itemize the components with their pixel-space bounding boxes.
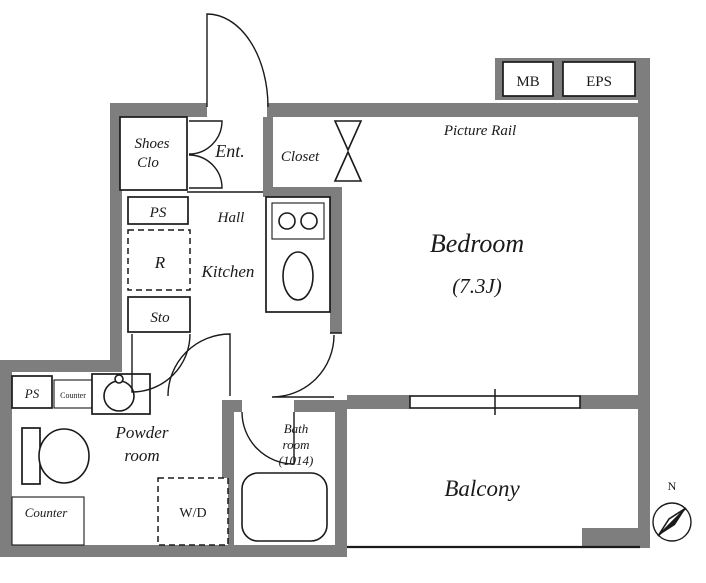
picture-rail-label: Picture Rail — [443, 123, 516, 139]
refrigerator-box — [127, 229, 191, 291]
hall-label: Hall — [217, 210, 245, 226]
compass-needle-light — [657, 507, 687, 537]
stove-burner-icon — [300, 212, 318, 230]
washbasin-icon — [103, 380, 135, 412]
storage-label: Sto — [150, 310, 170, 326]
refrigerator-label: R — [154, 253, 166, 272]
bedroom-door-arc — [271, 334, 335, 398]
stove-burner-icon — [278, 212, 296, 230]
powder-room-label: Powder — [115, 423, 169, 442]
closet-bifold-door-icon — [333, 150, 363, 182]
toilet-bowl-icon — [38, 428, 90, 484]
shoes-closet-door-arc-lower — [188, 154, 223, 189]
wall-segment — [580, 395, 638, 409]
wall-segment — [222, 400, 242, 412]
wall-segment — [335, 400, 347, 545]
shoes-closet-label: Shoes — [135, 136, 170, 152]
eps-box — [562, 61, 636, 97]
storage-box — [127, 296, 191, 333]
bathtub-icon — [241, 472, 328, 542]
wall-segment — [267, 103, 650, 117]
shoes-closet-label: Clo — [137, 155, 159, 171]
pipe-space-upper-label: PS — [149, 205, 167, 221]
wall-segment-right — [638, 58, 650, 548]
bedroom-label: Bedroom — [430, 229, 524, 258]
wall-segment — [294, 400, 347, 412]
washer-dryer-label: W/D — [179, 506, 206, 521]
pipe-space-box-upper — [127, 196, 189, 225]
meter-box — [502, 61, 554, 97]
closet-bifold-door-icon — [333, 120, 363, 152]
wall-segment — [347, 395, 410, 409]
wall-segment — [0, 360, 122, 372]
meter-box-label: MB — [516, 74, 539, 90]
shoes-closet-box — [119, 116, 188, 191]
wall-segment-bottom — [0, 545, 347, 557]
eps-label: EPS — [586, 74, 612, 90]
counter-upper-box — [53, 379, 93, 409]
compass-icon — [652, 502, 692, 542]
entrance-label: Ent. — [214, 141, 245, 161]
powder-room-door-arc — [167, 333, 231, 397]
bathroom-label: Bath — [284, 421, 309, 436]
powder-room-label: room — [124, 446, 159, 465]
toilet-tank-icon — [21, 427, 41, 485]
wall-segment — [263, 187, 342, 197]
faucet-icon — [114, 374, 124, 384]
washer-dryer-box — [157, 477, 229, 546]
balcony-step-block — [582, 528, 638, 548]
compass-north-label: N — [668, 479, 677, 493]
bathroom-label: room — [283, 437, 310, 452]
shoes-closet-door-arc-upper — [188, 120, 223, 155]
counter-lower-label: Counter — [25, 505, 69, 520]
pipe-space-lower-label: PS — [24, 386, 40, 401]
closet-label: Closet — [281, 149, 320, 165]
kitchen-label: Kitchen — [201, 262, 255, 281]
counter-upper-label: Counter — [60, 391, 86, 400]
entrance-door-arc — [206, 13, 269, 108]
wall-segment — [330, 197, 342, 333]
wall-segment-left — [0, 360, 12, 557]
bathroom-size-label: (1014) — [279, 453, 314, 468]
bathroom-door-arc — [241, 411, 295, 465]
pipe-space-box-lower — [11, 375, 53, 409]
counter-lower-box — [11, 496, 85, 546]
wall-segment — [110, 103, 122, 372]
balcony-label: Balcony — [444, 476, 520, 501]
wall-segment — [263, 117, 273, 197]
bedroom-size-label: (7.3J) — [452, 274, 502, 298]
wall-segment — [110, 103, 207, 117]
kitchen-sink-icon — [282, 251, 314, 301]
